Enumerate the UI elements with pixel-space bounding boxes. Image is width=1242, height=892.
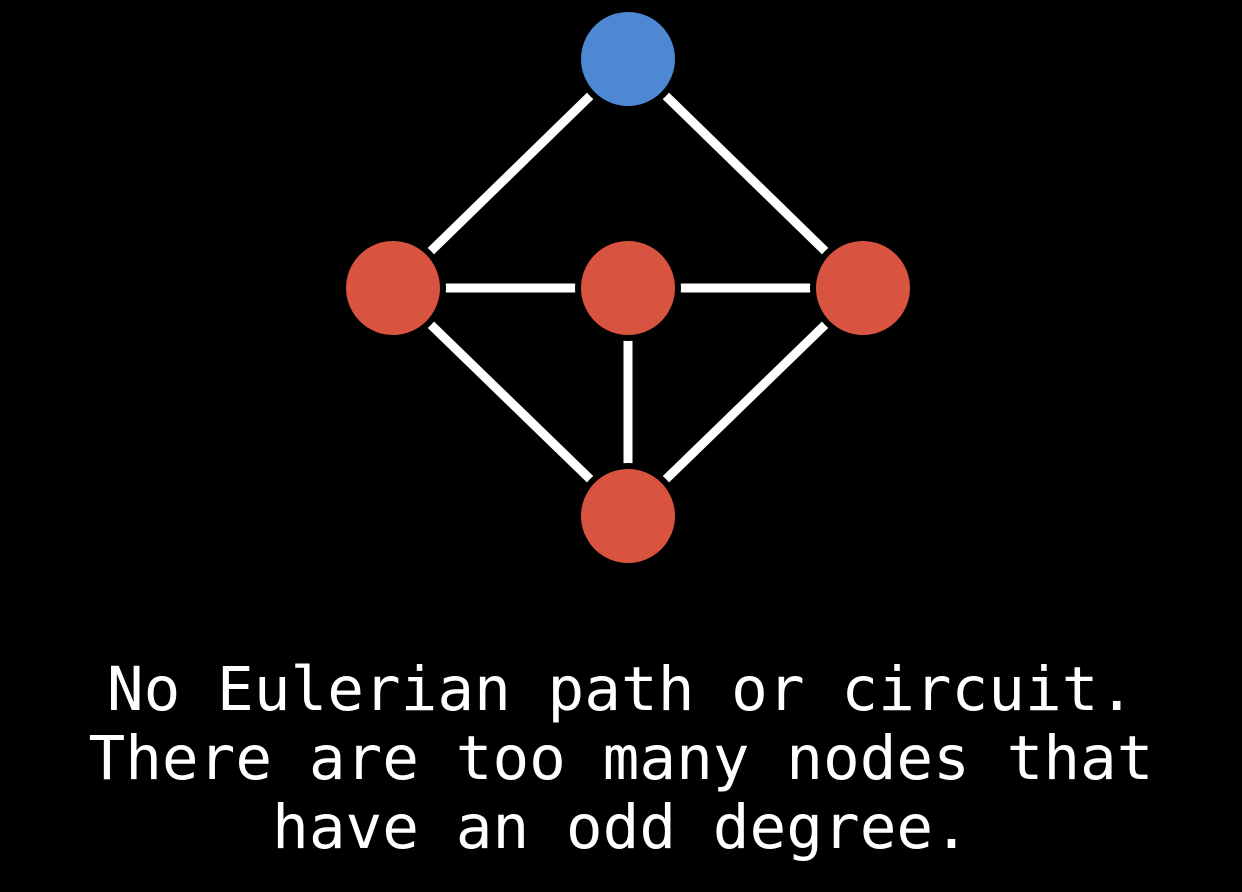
caption-line-3: have an odd degree. xyxy=(272,792,970,863)
caption-line-2: There are too many nodes that xyxy=(88,723,1154,794)
graph-diagram xyxy=(340,6,916,569)
caption: No Eulerian path or circuit. There are t… xyxy=(0,655,1242,862)
node-bottom xyxy=(575,463,681,569)
edge-top-left xyxy=(389,55,632,292)
edge-top-right xyxy=(624,55,867,292)
node-center xyxy=(575,235,681,341)
edge-right-bottom xyxy=(624,284,867,520)
node-right xyxy=(810,235,916,341)
node-top xyxy=(575,6,681,112)
graph-nodes xyxy=(340,6,916,569)
caption-line-1: No Eulerian path or circuit. xyxy=(106,654,1136,725)
node-left xyxy=(340,235,446,341)
edge-left-bottom xyxy=(389,284,632,520)
